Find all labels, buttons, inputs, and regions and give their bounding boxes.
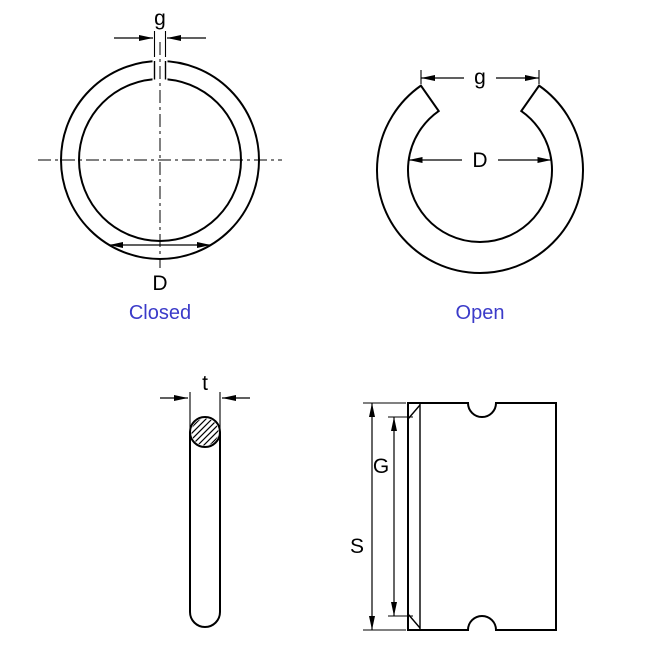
wire-thickness-label: t <box>202 372 208 395</box>
shaft-diameter-label: S <box>350 535 364 558</box>
open-diameter-label: D <box>472 149 487 172</box>
closed-ring-figure: g D Closed <box>38 7 282 324</box>
wire-hatching <box>191 418 219 446</box>
closed-diameter-label: D <box>152 272 167 295</box>
shaft-diameter-dimension: S <box>350 402 406 631</box>
wire-section-figure: t <box>160 372 250 628</box>
groove-diameter-label: G <box>373 455 389 478</box>
groove-diameter-dimension: G <box>373 416 413 617</box>
open-ring-figure: g D Open <box>376 66 584 324</box>
shaft-body-outline <box>407 402 557 631</box>
closed-gap-dimension: g <box>114 7 206 57</box>
closed-gap-label: g <box>154 7 166 30</box>
open-diameter-dimension: D <box>408 149 552 172</box>
wire-thickness-dimension: t <box>160 372 250 428</box>
open-ring-body <box>376 84 584 274</box>
closed-diameter-dimension: D <box>109 242 211 295</box>
open-gap-dimension: g <box>420 66 540 89</box>
caption-open: Open <box>456 302 505 324</box>
open-gap-label: g <box>474 66 486 89</box>
wire-body-bottom-cap <box>189 611 221 628</box>
groove-section-figure: S G <box>350 402 557 631</box>
caption-closed: Closed <box>129 302 191 324</box>
